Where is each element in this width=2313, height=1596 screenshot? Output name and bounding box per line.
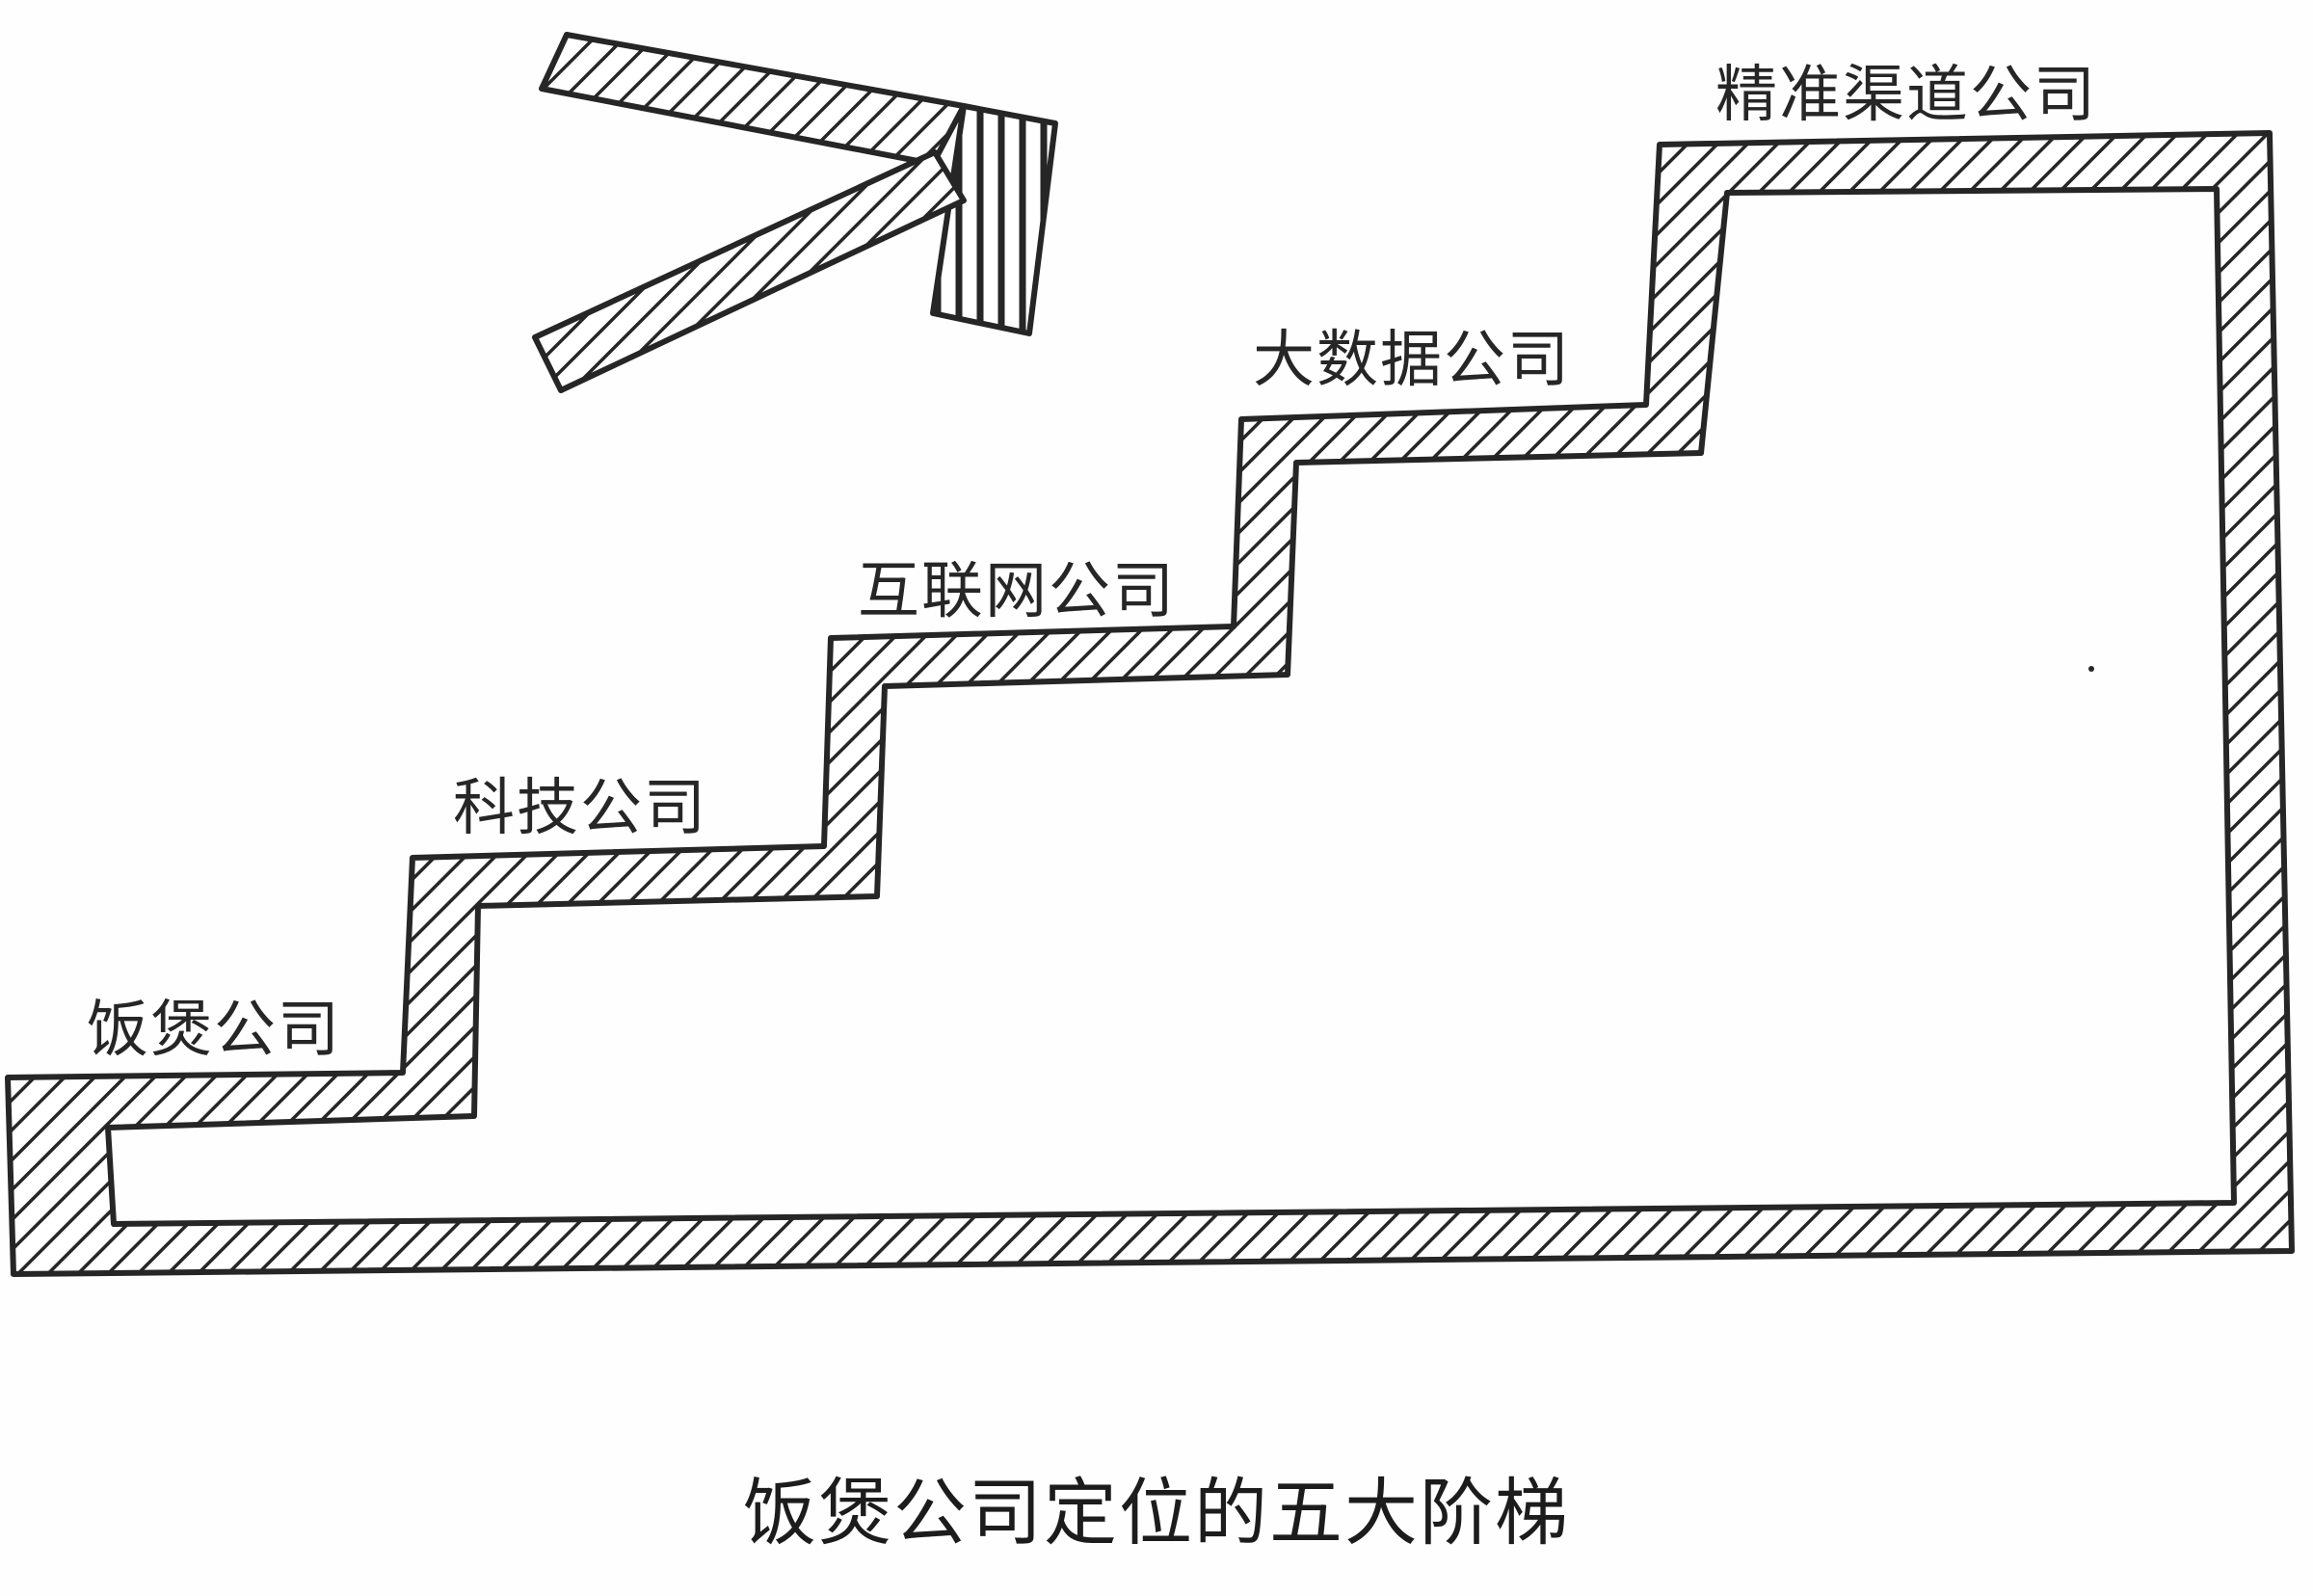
step-label-1: 饭煲公司 (87, 995, 341, 1066)
step-label-2: 科技公司 (453, 773, 707, 844)
staircase-outline (5, 130, 2295, 1277)
step-label-5: 精准渠道公司 (1715, 60, 2097, 131)
step-label-4: 大数据公司 (1253, 325, 1571, 396)
figure-caption: 饭煲公司定位的五大阶梯 (743, 1470, 1570, 1556)
ink-dot (2088, 666, 2094, 672)
up-right-arrow-icon (532, 32, 1058, 393)
step-label-3: 互联网公司 (858, 556, 1176, 627)
